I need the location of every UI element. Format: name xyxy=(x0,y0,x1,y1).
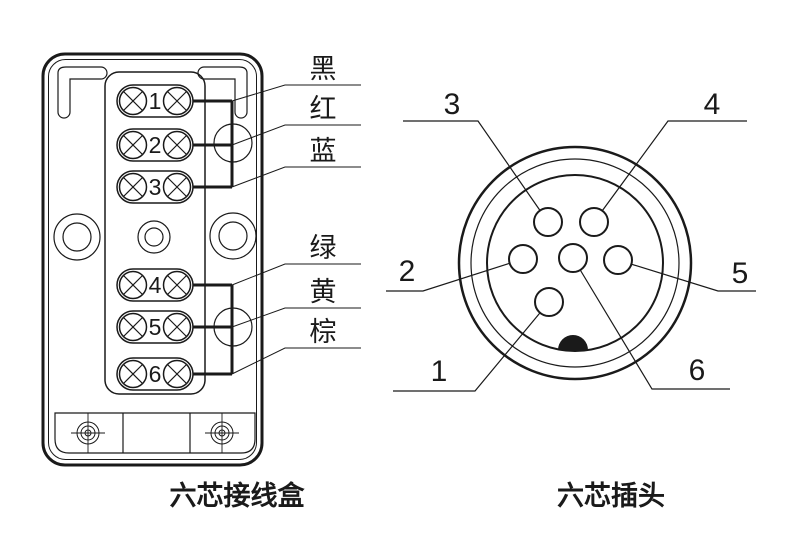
screw-terminal-icon xyxy=(118,359,192,389)
terminal-number: 6 xyxy=(149,361,162,387)
pin-6 xyxy=(558,243,588,273)
pin-5 xyxy=(603,245,633,275)
wire-color-labels: 黑 红 蓝 绿 黄 棕 xyxy=(310,54,337,347)
pin-label-4: 4 xyxy=(704,88,721,121)
wire-label-leaders xyxy=(231,84,361,375)
terminal-row-2: 2 xyxy=(116,128,194,162)
terminal-number: 1 xyxy=(149,88,162,114)
pin-number-labels: 1 2 3 4 5 6 xyxy=(399,88,749,388)
screw-terminal-icon xyxy=(118,130,192,160)
terminal-number: 3 xyxy=(149,174,162,200)
plug-caption: 六芯插头 xyxy=(557,481,665,511)
screw-icon xyxy=(71,413,105,453)
pin-label-2: 2 xyxy=(399,255,416,288)
plug-mid-circle xyxy=(470,158,680,368)
bottom-strip xyxy=(54,412,256,454)
plug-outer-circle xyxy=(457,145,693,381)
terminal-row-4: 4 xyxy=(116,268,194,302)
junction-box-caption: 六芯接线盒 xyxy=(170,480,306,511)
terminal-leads xyxy=(193,99,234,376)
screw-terminal-icon xyxy=(118,86,192,116)
box-inner-outline xyxy=(48,59,257,460)
pin-leaders xyxy=(386,120,756,392)
terminal-row-5: 5 xyxy=(116,310,194,344)
plug-inner-circle xyxy=(486,174,664,352)
junction-box: 1 2 3 xyxy=(41,52,361,467)
key-notch-icon xyxy=(558,335,588,350)
terminal-number: 5 xyxy=(149,314,162,340)
plug: 1 2 3 4 5 6 xyxy=(386,88,756,392)
pin-2 xyxy=(508,244,538,274)
wire-label-black: 黑 xyxy=(310,54,337,84)
wire-label-red: 红 xyxy=(310,94,337,124)
pin-1 xyxy=(534,287,564,317)
wire-label-brown: 棕 xyxy=(310,317,337,347)
terminal-row-1: 1 xyxy=(116,84,194,118)
terminal-row-3: 3 xyxy=(116,170,194,204)
pin-label-1: 1 xyxy=(431,355,448,388)
box-outline xyxy=(41,52,264,467)
screw-icon xyxy=(205,413,239,453)
terminal-row-6: 6 xyxy=(116,357,194,391)
wire-label-blue: 蓝 xyxy=(310,136,337,166)
wire-label-yellow: 黄 xyxy=(310,277,337,307)
pin-3 xyxy=(533,207,563,237)
corner-slot-right-icon xyxy=(197,66,248,119)
terminal-number: 4 xyxy=(149,272,162,298)
corner-slot-left-icon xyxy=(57,66,108,119)
plug-pins xyxy=(508,207,633,350)
wire-label-green: 绿 xyxy=(310,233,337,263)
screw-terminal-icon xyxy=(118,312,192,342)
pin-label-3: 3 xyxy=(444,88,461,121)
screw-terminal-icon xyxy=(118,270,192,300)
pin-4 xyxy=(579,207,609,237)
pin-label-5: 5 xyxy=(732,257,749,290)
pin-label-6: 6 xyxy=(689,354,706,387)
terminal-panel xyxy=(104,71,206,395)
terminal-number: 2 xyxy=(149,132,162,158)
screw-terminal-icon xyxy=(118,172,192,202)
